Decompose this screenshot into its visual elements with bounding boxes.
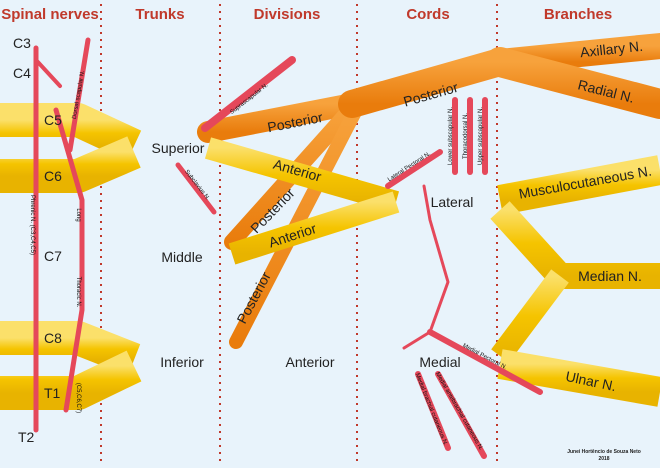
- branch-median-label: Median N.: [578, 268, 642, 284]
- root-t1-path: [0, 350, 142, 410]
- lateral-pectoral-line: [385, 149, 443, 189]
- header-divisions: Divisions: [254, 6, 321, 23]
- posterior-division-superior: [197, 93, 363, 143]
- root-c4-label: C4: [13, 65, 31, 81]
- root-c3-label: C3: [13, 35, 31, 51]
- median-branch-medial-root: [491, 269, 569, 363]
- root-c7-label: C7: [44, 248, 62, 264]
- trunk-superior-label: Superior: [152, 140, 205, 156]
- radial-branch: [485, 47, 660, 119]
- header-cords: Cords: [406, 6, 449, 23]
- long-thoracic-label: Long: [75, 208, 81, 221]
- trunk-inferior-label: Inferior: [160, 354, 204, 370]
- subclavius-line: [175, 162, 217, 215]
- dorsal-scapular-line: [67, 37, 91, 153]
- thoracic-label: Thoracic N.: [75, 277, 81, 308]
- root-c5-path: [0, 103, 142, 162]
- branch-axillary-label: Axillary N.: [579, 38, 643, 60]
- root-c6-label: C6: [44, 168, 62, 184]
- posterior-cord: [338, 48, 514, 118]
- header-trunks: Trunks: [135, 6, 184, 23]
- header-branches: Branches: [544, 6, 612, 23]
- upper-subscapular-label: Upper subscapular N.: [478, 107, 484, 165]
- cord-lateral-label: Lateral: [431, 194, 474, 210]
- root-t2-label: T2: [18, 429, 35, 445]
- medial-pectoral-line: [427, 329, 543, 395]
- cord-medial-label: Medial: [419, 354, 460, 370]
- credit-author: Junei Hortêncio de Souza Neto: [567, 449, 641, 455]
- root-c8-label: C8: [44, 330, 62, 346]
- root-c5-label: C5: [44, 112, 62, 128]
- phrenic-label: Phrenic N. (C3,C4,C5): [29, 195, 35, 255]
- phrenic-roots-label: (C5,C6,C7): [75, 383, 81, 413]
- phrenic-branch-c4: [34, 58, 62, 88]
- trunk-middle-label: Middle: [161, 249, 202, 265]
- root-c6-path: [0, 136, 141, 193]
- small-nerves: [33, 37, 543, 459]
- medial-brachial-cutaneous-line: [415, 371, 451, 451]
- long-thoracic-line: [53, 107, 85, 413]
- anterior-division-superior: [204, 137, 400, 213]
- ulnar-branch: [497, 349, 660, 407]
- division-anterior-bottom-label: Anterior: [285, 354, 334, 370]
- pectoral-loop: [402, 184, 450, 350]
- anterior-division-middle: [228, 191, 400, 265]
- musculocutaneous-branch: [497, 155, 660, 215]
- suprascapular-line: [201, 56, 296, 132]
- lower-subscapular-label: Lower subscapular N.: [448, 107, 454, 165]
- credit-year: 2018: [598, 456, 609, 462]
- header-spinal-nerves: Spinal nerves: [1, 6, 99, 23]
- root-t1-label: T1: [44, 385, 61, 401]
- medial-antebrachial-cutaneous-line: [435, 371, 487, 459]
- thoracodorsal-label: Thoracodorsal N.: [463, 113, 469, 159]
